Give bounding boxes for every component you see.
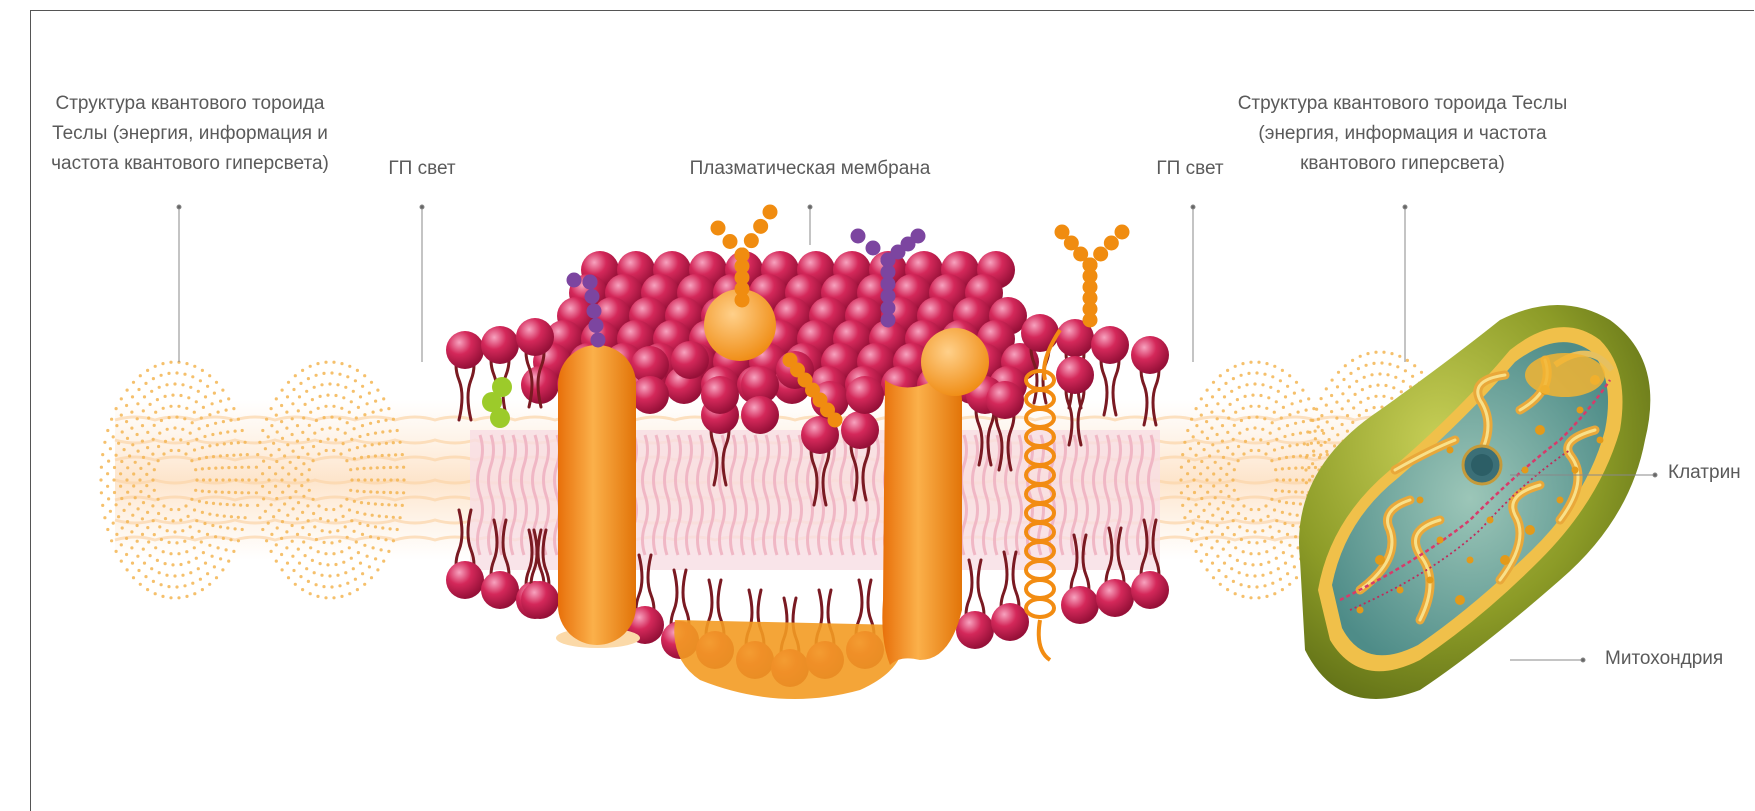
label-plasma-membrane: Плазматическая мембрана xyxy=(670,154,950,184)
label-line: квантового гиперсвета) xyxy=(1230,149,1575,179)
label-clathrin: Клатрин xyxy=(1668,458,1741,488)
label-line: частота квантового гиперсвета) xyxy=(40,149,340,179)
label-tesla-torus-left: Структура квантового тороида Теслы (энер… xyxy=(40,89,340,179)
label-line: Структура квантового тороида Теслы xyxy=(1230,89,1575,119)
label-gp-light-right: ГП свет xyxy=(1140,154,1240,184)
label-tesla-torus-right: Структура квантового тороида Теслы (энер… xyxy=(1230,89,1575,179)
label-line: Теслы (энергия, информация и xyxy=(40,119,340,149)
mitochondrion-icon xyxy=(1299,305,1650,699)
channel-protein xyxy=(558,345,636,645)
label-gp-light-left: ГП свет xyxy=(372,154,472,184)
transport-protein xyxy=(882,378,962,666)
label-line: Структура квантового тороида xyxy=(40,89,340,119)
plasma-membrane-icon xyxy=(446,205,1169,699)
label-line: (энергия, информация и частота xyxy=(1230,119,1575,149)
label-mitochondria: Митохондрия xyxy=(1605,644,1723,674)
